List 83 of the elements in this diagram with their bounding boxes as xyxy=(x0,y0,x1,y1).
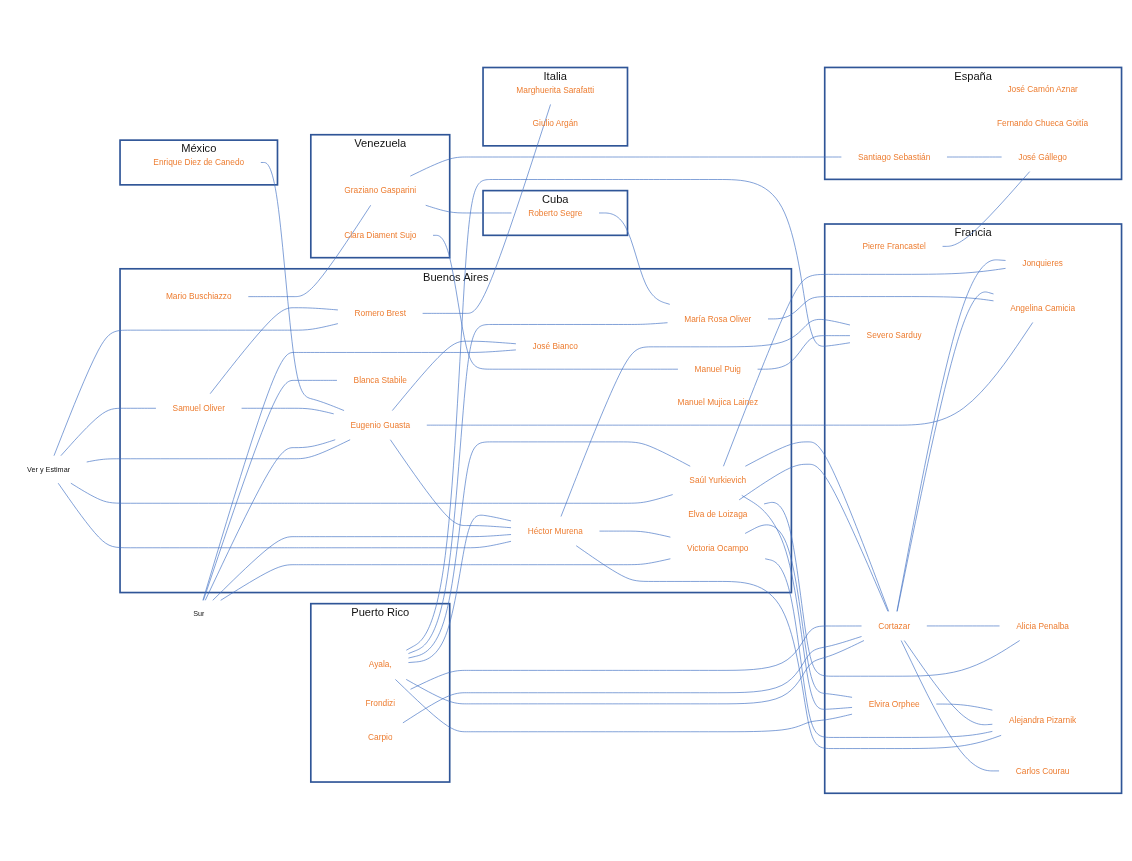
connector xyxy=(764,558,993,738)
node-text: Giulio Argán xyxy=(532,118,578,128)
node-text: Pierre Francastel xyxy=(862,241,926,251)
connector xyxy=(241,408,335,415)
connector xyxy=(744,524,853,698)
node-text: Roberto Segre xyxy=(528,207,583,218)
node-text: Frondizi xyxy=(365,698,396,709)
connector xyxy=(86,439,351,463)
connector xyxy=(203,380,338,601)
connector xyxy=(426,322,1034,426)
connector xyxy=(70,483,674,504)
node-text: Romero Brest xyxy=(354,308,406,318)
node-text: Manuel Mujica Lainez xyxy=(677,397,759,408)
connector xyxy=(896,259,1006,612)
node-text: María Rosa Oliver xyxy=(684,313,752,324)
connector xyxy=(260,162,345,412)
node-text: Carlos Courau xyxy=(1015,765,1070,776)
connector xyxy=(220,558,671,601)
connector xyxy=(395,679,853,733)
connector xyxy=(741,495,853,710)
connector xyxy=(598,212,671,305)
connector xyxy=(432,235,679,370)
node-text: Saúl Yurkievich xyxy=(689,475,747,486)
node-text: Angelina Camicia xyxy=(1010,302,1076,313)
connector xyxy=(900,640,1000,772)
connector xyxy=(390,439,512,529)
node-text: Alicia Penalba xyxy=(1016,620,1069,631)
node-text: Mario Buschiazzo xyxy=(165,291,232,302)
node-text: Graziano Gasparini xyxy=(344,185,417,196)
node-text: Jonquieres xyxy=(1022,258,1063,268)
node-text: Marghuerita Sarafatti xyxy=(516,84,595,95)
connector xyxy=(575,545,1002,750)
connector xyxy=(422,104,551,314)
connector xyxy=(410,156,842,177)
connector xyxy=(767,296,994,320)
connector xyxy=(599,530,671,538)
node-text: Ayala, xyxy=(368,659,392,670)
node-text: Severo Sarduy xyxy=(866,330,922,341)
connector xyxy=(408,441,691,659)
node-text: Carpio xyxy=(367,732,393,742)
connector xyxy=(723,268,1006,467)
node-text: Clara Diament Sujo xyxy=(344,230,417,240)
connector xyxy=(204,439,336,601)
node-text: Blanca Stabile xyxy=(353,375,407,385)
connector xyxy=(408,515,512,664)
connector xyxy=(60,408,157,457)
node-text: Samuel Oliver xyxy=(172,403,225,413)
connector xyxy=(405,640,865,705)
node-text: Héctor Murena xyxy=(527,526,583,536)
node-text: Manuel Puig xyxy=(694,364,741,374)
connector xyxy=(202,349,517,601)
node-text: José Camón Aznar xyxy=(1007,84,1078,95)
node-text: Alejandra Pizarnik xyxy=(1009,715,1077,726)
connector xyxy=(408,322,668,655)
node-text: Cortazar xyxy=(878,620,911,631)
connector xyxy=(410,625,862,690)
connector xyxy=(212,534,512,601)
connector xyxy=(57,483,512,549)
connector xyxy=(745,441,889,612)
connector xyxy=(942,171,1031,247)
node-text: Enrique Diez de Canedo xyxy=(153,157,245,167)
node-text: Eugenio Guasta xyxy=(350,420,411,430)
connector xyxy=(738,464,889,612)
connector xyxy=(903,640,993,726)
node-text: Victoria Ocampo xyxy=(687,543,749,553)
connector xyxy=(763,502,1021,677)
connector xyxy=(936,703,993,711)
connector xyxy=(209,307,339,395)
connector xyxy=(53,323,339,457)
node-text: José Bianco xyxy=(532,341,578,352)
connector xyxy=(402,636,862,724)
connector xyxy=(392,341,517,412)
node-text: Elvira Orphee xyxy=(868,699,920,709)
connector xyxy=(896,291,994,612)
node-text: Fernando Chueca Goitía xyxy=(996,118,1089,128)
connector xyxy=(757,335,851,370)
connector xyxy=(560,319,851,517)
node-text: Santiago Sebastián xyxy=(858,152,931,162)
node-text: José Gállego xyxy=(1018,152,1067,162)
connector xyxy=(425,205,512,214)
connector xyxy=(247,205,372,298)
connector xyxy=(405,179,851,651)
node-text: Elva de Loizaga xyxy=(688,509,748,519)
